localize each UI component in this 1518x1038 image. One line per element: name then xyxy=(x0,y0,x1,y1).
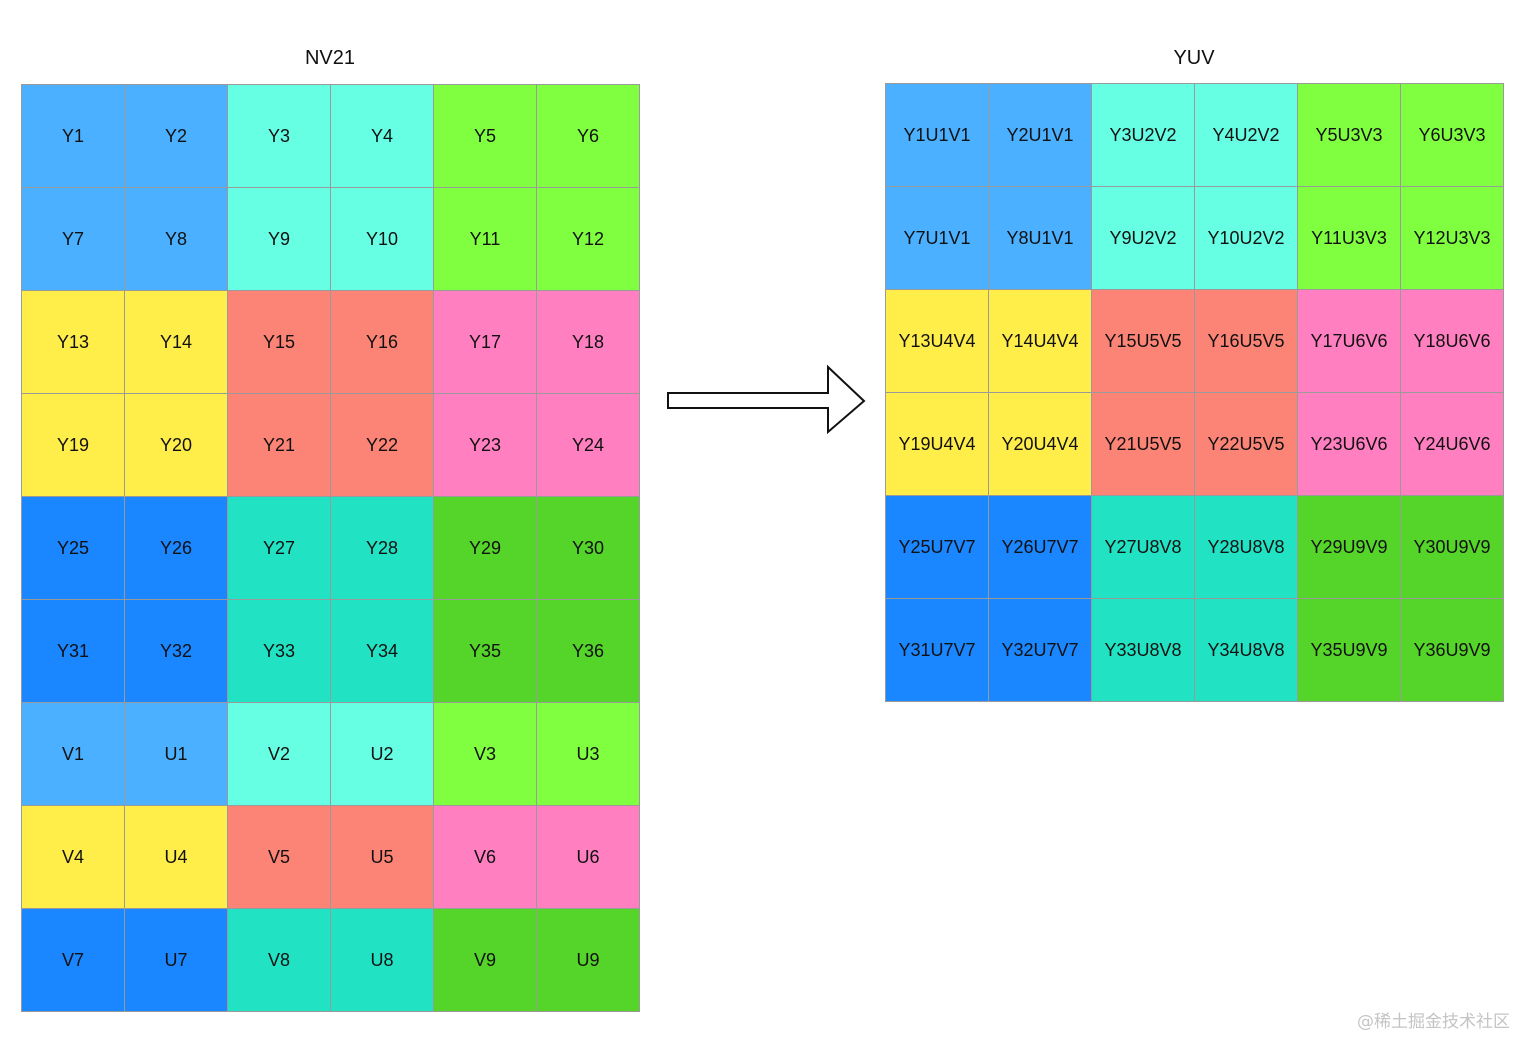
yuv-cell-y10u2v2: Y10U2V2 xyxy=(1195,187,1298,290)
yuv-cell-y36u9v9: Y36U9V9 xyxy=(1401,599,1504,702)
nv21-cell-y35: Y35 xyxy=(434,600,537,703)
nv21-cell-v7: V7 xyxy=(22,909,125,1012)
nv21-cell-y5: Y5 xyxy=(434,85,537,188)
nv21-cell-v3: V3 xyxy=(434,703,537,806)
nv21-cell-y19: Y19 xyxy=(22,394,125,497)
yuv-cell-y22u5v5: Y22U5V5 xyxy=(1195,393,1298,496)
yuv-cell-y7u1v1: Y7U1V1 xyxy=(886,187,989,290)
yuv-cell-y33u8v8: Y33U8V8 xyxy=(1092,599,1195,702)
nv21-cell-u2: U2 xyxy=(331,703,434,806)
nv21-cell-y28: Y28 xyxy=(331,497,434,600)
nv21-cell-y30: Y30 xyxy=(537,497,640,600)
nv21-cell-y20: Y20 xyxy=(125,394,228,497)
nv21-cell-y34: Y34 xyxy=(331,600,434,703)
nv21-cell-u1: U1 xyxy=(125,703,228,806)
nv21-cell-y4: Y4 xyxy=(331,85,434,188)
nv21-cell-y23: Y23 xyxy=(434,394,537,497)
nv21-cell-y27: Y27 xyxy=(228,497,331,600)
yuv-cell-y24u6v6: Y24U6V6 xyxy=(1401,393,1504,496)
yuv-title: YUV xyxy=(1173,47,1215,69)
yuv-cell-y23u6v6: Y23U6V6 xyxy=(1298,393,1401,496)
nv21-cell-y17: Y17 xyxy=(434,291,537,394)
nv21-cell-y21: Y21 xyxy=(228,394,331,497)
yuv-cell-y13u4v4: Y13U4V4 xyxy=(886,290,989,393)
yuv-cell-y19u4v4: Y19U4V4 xyxy=(886,393,989,496)
yuv-cell-y28u8v8: Y28U8V8 xyxy=(1195,496,1298,599)
nv21-cell-y24: Y24 xyxy=(537,394,640,497)
yuv-cell-y25u7v7: Y25U7V7 xyxy=(886,496,989,599)
nv21-cell-y2: Y2 xyxy=(125,85,228,188)
yuv-cell-y26u7v7: Y26U7V7 xyxy=(989,496,1092,599)
yuv-cell-y8u1v1: Y8U1V1 xyxy=(989,187,1092,290)
nv21-cell-v5: V5 xyxy=(228,806,331,909)
yuv-cell-y16u5v5: Y16U5V5 xyxy=(1195,290,1298,393)
yuv-cell-y29u9v9: Y29U9V9 xyxy=(1298,496,1401,599)
nv21-cell-y36: Y36 xyxy=(537,600,640,703)
nv21-cell-y25: Y25 xyxy=(22,497,125,600)
nv21-cell-v2: V2 xyxy=(228,703,331,806)
yuv-cell-y1u1v1: Y1U1V1 xyxy=(886,84,989,187)
nv21-cell-y14: Y14 xyxy=(125,291,228,394)
nv21-cell-u6: U6 xyxy=(537,806,640,909)
nv21-cell-y15: Y15 xyxy=(228,291,331,394)
nv21-cell-y18: Y18 xyxy=(537,291,640,394)
nv21-cell-y3: Y3 xyxy=(228,85,331,188)
nv21-title: NV21 xyxy=(304,47,356,69)
nv21-cell-v1: V1 xyxy=(22,703,125,806)
nv21-cell-u7: U7 xyxy=(125,909,228,1012)
yuv-cell-y17u6v6: Y17U6V6 xyxy=(1298,290,1401,393)
yuv-cell-y4u2v2: Y4U2V2 xyxy=(1195,84,1298,187)
nv21-cell-u9: U9 xyxy=(537,909,640,1012)
yuv-cell-y6u3v3: Y6U3V3 xyxy=(1401,84,1504,187)
nv21-cell-y31: Y31 xyxy=(22,600,125,703)
watermark: @稀土掘金技术社区 xyxy=(1357,1012,1510,1032)
nv21-cell-v6: V6 xyxy=(434,806,537,909)
yuv-cell-y20u4v4: Y20U4V4 xyxy=(989,393,1092,496)
nv21-cell-y10: Y10 xyxy=(331,188,434,291)
nv21-cell-u5: U5 xyxy=(331,806,434,909)
nv21-cell-y32: Y32 xyxy=(125,600,228,703)
nv21-cell-y29: Y29 xyxy=(434,497,537,600)
nv21-cell-y26: Y26 xyxy=(125,497,228,600)
nv21-cell-y9: Y9 xyxy=(228,188,331,291)
yuv-cell-y30u9v9: Y30U9V9 xyxy=(1401,496,1504,599)
yuv-cell-y12u3v3: Y12U3V3 xyxy=(1401,187,1504,290)
nv21-cell-y8: Y8 xyxy=(125,188,228,291)
nv21-cell-u3: U3 xyxy=(537,703,640,806)
nv21-cell-y7: Y7 xyxy=(22,188,125,291)
nv21-cell-y1: Y1 xyxy=(22,85,125,188)
yuv-cell-y21u5v5: Y21U5V5 xyxy=(1092,393,1195,496)
nv21-cell-y22: Y22 xyxy=(331,394,434,497)
yuv-cell-y27u8v8: Y27U8V8 xyxy=(1092,496,1195,599)
yuv-cell-y31u7v7: Y31U7V7 xyxy=(886,599,989,702)
yuv-cell-y3u2v2: Y3U2V2 xyxy=(1092,84,1195,187)
nv21-cell-u4: U4 xyxy=(125,806,228,909)
yuv-cell-y9u2v2: Y9U2V2 xyxy=(1092,187,1195,290)
yuv-cell-y35u9v9: Y35U9V9 xyxy=(1298,599,1401,702)
yuv-cell-y18u6v6: Y18U6V6 xyxy=(1401,290,1504,393)
nv21-cell-u8: U8 xyxy=(331,909,434,1012)
yuv-cell-y32u7v7: Y32U7V7 xyxy=(989,599,1092,702)
nv21-cell-y33: Y33 xyxy=(228,600,331,703)
right-arrow-icon xyxy=(667,364,866,435)
nv21-cell-y6: Y6 xyxy=(537,85,640,188)
yuv-cell-y11u3v3: Y11U3V3 xyxy=(1298,187,1401,290)
nv21-cell-v4: V4 xyxy=(22,806,125,909)
yuv-cell-y2u1v1: Y2U1V1 xyxy=(989,84,1092,187)
nv21-cell-y16: Y16 xyxy=(331,291,434,394)
nv21-cell-y13: Y13 xyxy=(22,291,125,394)
nv21-cell-v9: V9 xyxy=(434,909,537,1012)
yuv-cell-y14u4v4: Y14U4V4 xyxy=(989,290,1092,393)
yuv-cell-y15u5v5: Y15U5V5 xyxy=(1092,290,1195,393)
nv21-cell-y11: Y11 xyxy=(434,188,537,291)
nv21-cell-v8: V8 xyxy=(228,909,331,1012)
nv21-cell-y12: Y12 xyxy=(537,188,640,291)
yuv-cell-y34u8v8: Y34U8V8 xyxy=(1195,599,1298,702)
yuv-cell-y5u3v3: Y5U3V3 xyxy=(1298,84,1401,187)
